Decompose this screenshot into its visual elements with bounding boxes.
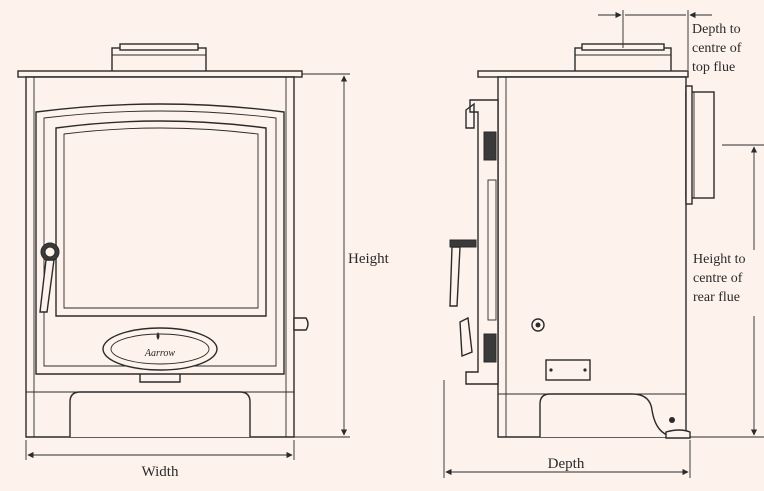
front-view: Aarrow — [17, 43, 309, 438]
side-rear-flue — [685, 85, 715, 205]
depth-top-flue-label-line2: centre of — [692, 41, 742, 56]
width-dimension: Width — [25, 440, 295, 480]
height-label: Height — [348, 251, 390, 267]
depth-dimension: Depth — [443, 380, 691, 478]
front-base-cutout — [69, 391, 251, 437]
front-door-handle — [39, 242, 60, 313]
side-door-profile — [465, 99, 499, 385]
depth-top-flue-label: Depth to centre of top flue — [692, 22, 745, 75]
height-rear-flue-label: Height to centre of rear flue — [693, 252, 749, 305]
height-rear-flue-label-line3: rear flue — [693, 290, 740, 305]
width-label: Width — [142, 464, 179, 480]
depth-top-flue-label-line1: Depth to — [692, 22, 741, 37]
height-rear-flue-label-line1: Height to — [693, 252, 746, 267]
height-rear-flue-label-line2: centre of — [693, 271, 743, 286]
side-view — [449, 43, 715, 439]
front-glass-window — [55, 120, 267, 317]
side-body — [497, 76, 687, 438]
side-data-plate — [545, 359, 591, 381]
front-body — [25, 76, 295, 438]
depth-top-flue-label-line3: top flue — [692, 60, 735, 75]
front-top-plate — [17, 70, 303, 78]
front-logo-plate: Aarrow — [102, 327, 218, 371]
depth-top-flue-dimension: Depth to centre of top flue — [598, 10, 745, 75]
side-base-cutout — [539, 393, 677, 438]
height-rear-flue-dimension: Height to centre of rear flue — [690, 144, 764, 438]
front-top-flue — [111, 43, 207, 73]
logo-text: Aarrow — [144, 348, 176, 359]
height-dimension: Height — [294, 73, 390, 438]
side-door-handle — [449, 239, 477, 358]
front-door-frame — [35, 103, 285, 375]
depth-label: Depth — [548, 456, 585, 472]
side-top-flue — [574, 43, 672, 73]
